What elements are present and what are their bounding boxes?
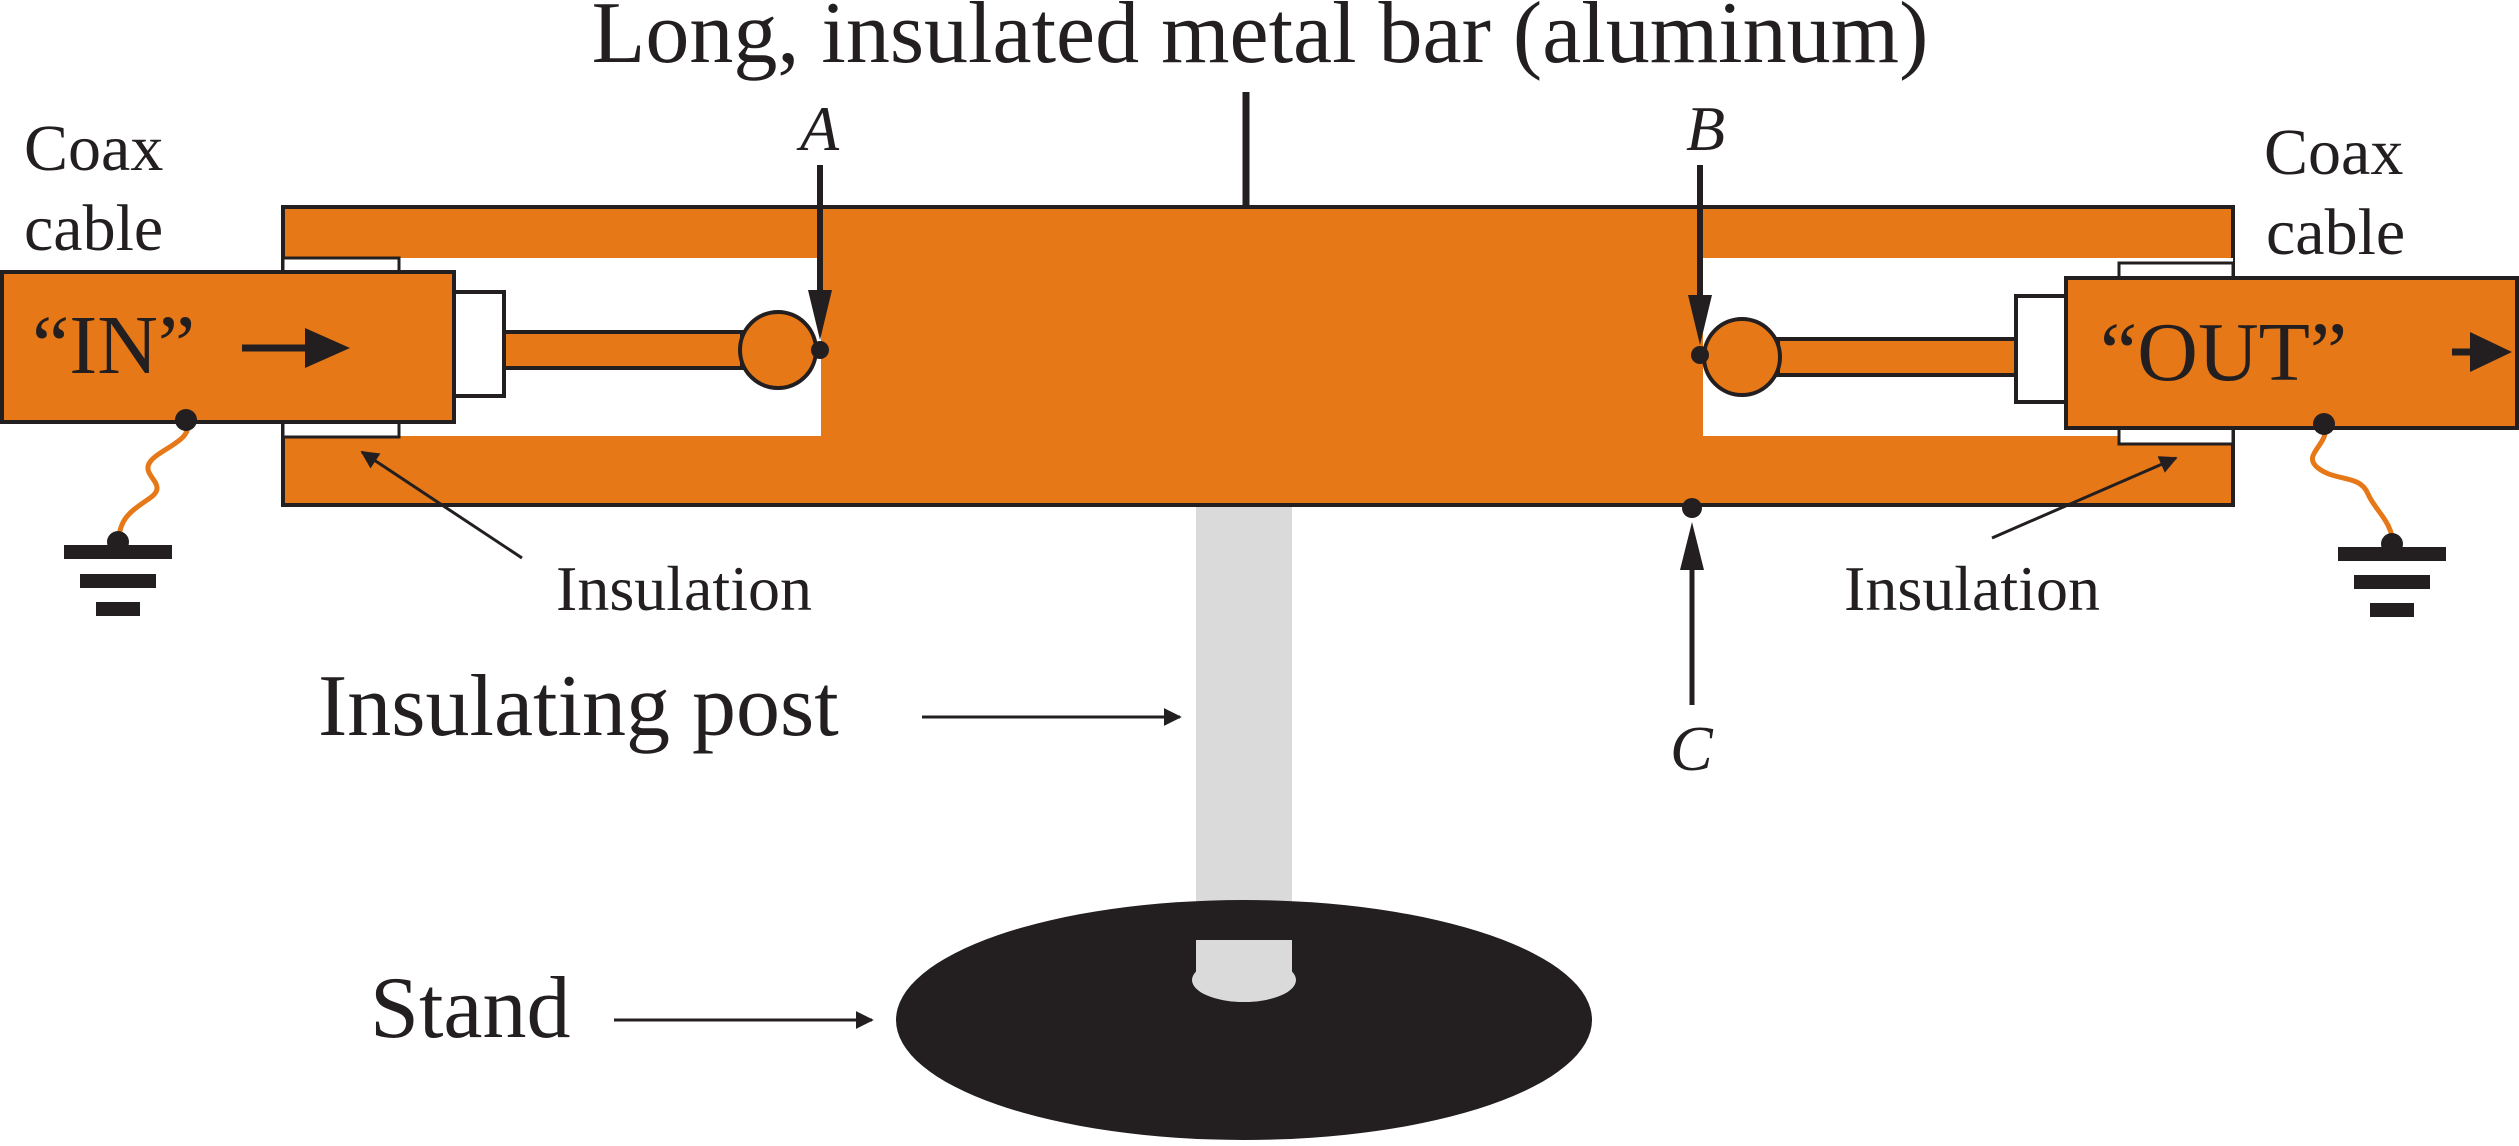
point-c-label: C (1670, 713, 1714, 784)
insulating-post (1196, 500, 1292, 975)
coax-cable-right-line1: Coax (2264, 116, 2403, 189)
point-a-arrow (808, 165, 832, 359)
out-arrow (2452, 332, 2512, 372)
insulation-arrow-right (1991, 456, 2178, 540)
coax-connector-left (0, 270, 818, 424)
insulation-label-right: Insulation (1844, 553, 2100, 624)
diagram-title: Long, insulated metal bar (aluminum) (592, 0, 1929, 82)
insulation-strip-right-bottom (2117, 426, 2235, 446)
point-c-arrow (1680, 498, 1704, 705)
ground-icon-right (2338, 533, 2446, 617)
in-label: “IN” (32, 299, 195, 392)
out-label: “OUT” (2100, 306, 2347, 399)
point-b-label: B (1686, 93, 1725, 164)
insulation-label-left: Insulation (556, 553, 812, 624)
point-a-label: A (796, 93, 840, 164)
coax-connector-right (1702, 276, 2519, 430)
in-arrow (242, 328, 350, 368)
coax-cable-left-line2: cable (24, 192, 163, 265)
stand-disc (896, 900, 1592, 1140)
stand-label: Stand (370, 960, 570, 1057)
ground-wire-right (2309, 413, 2397, 549)
coax-cable-left-line1: Coax (24, 112, 163, 185)
insulation-arrow-left (360, 450, 523, 560)
insulating-post-label: Insulating post (318, 658, 839, 755)
ground-icon-left (64, 531, 172, 616)
coax-cable-right-line2: cable (2266, 196, 2405, 269)
point-b-arrow (1688, 165, 1712, 364)
ground-wire-left (115, 409, 197, 549)
